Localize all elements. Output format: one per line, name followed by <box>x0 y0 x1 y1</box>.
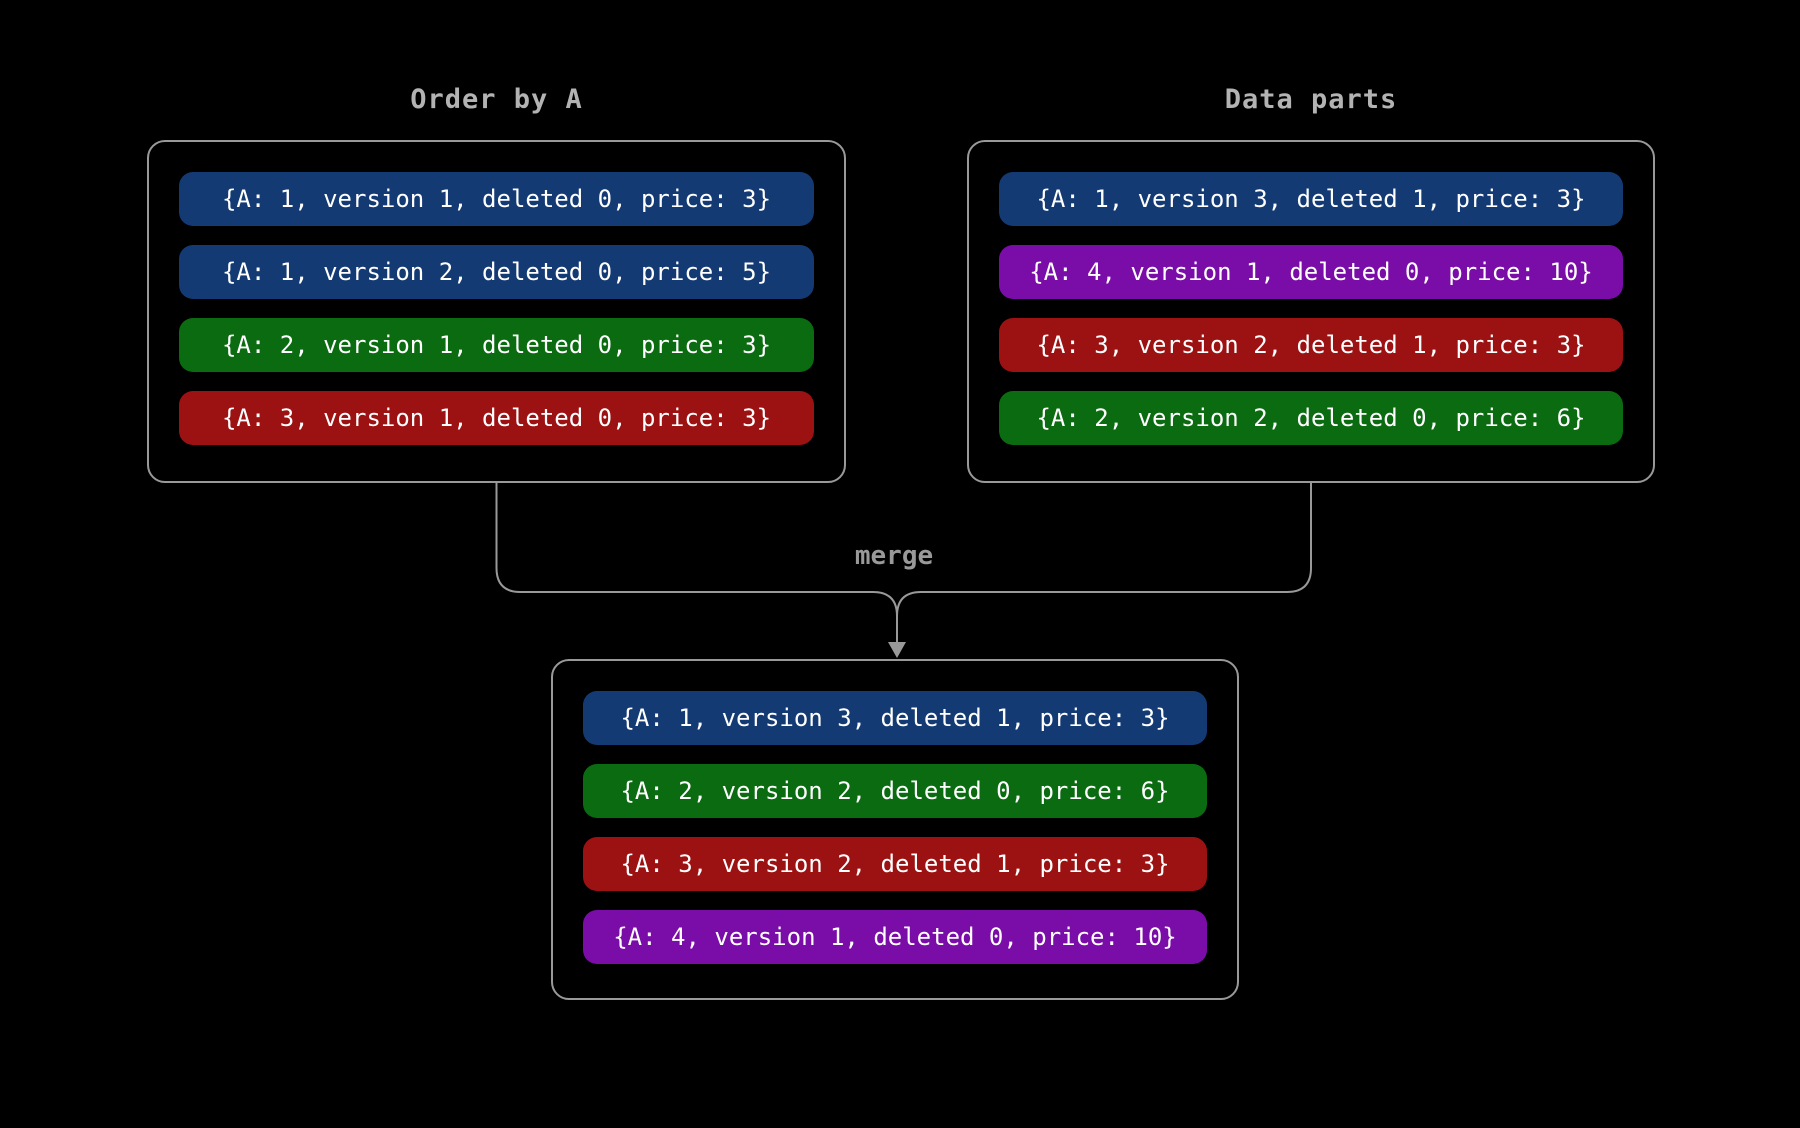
merged-result-box: {A: 1, version 3, deleted 1, price: 3} {A… <box>551 659 1239 1000</box>
arrowhead-icon <box>888 642 906 658</box>
merge-edge-label: merge <box>854 541 934 571</box>
group-title-data-parts: Data parts <box>1224 84 1398 115</box>
connector-left-edge <box>495 483 898 645</box>
data-part-row: {A: 2, version 1, deleted 0, price: 3} <box>179 318 814 372</box>
data-part-row: {A: 3, version 2, deleted 1, price: 3} <box>583 837 1207 891</box>
group-title-order-by-a: Order by A <box>410 84 583 115</box>
order-by-a-box: {A: 1, version 1, deleted 0, price: 3} {A… <box>147 140 846 483</box>
data-part-row: {A: 4, version 1, deleted 0, price: 10} <box>583 910 1207 964</box>
data-part-row: {A: 3, version 2, deleted 1, price: 3} <box>999 318 1623 372</box>
connector-right-edge <box>896 483 1312 645</box>
data-part-row: {A: 4, version 1, deleted 0, price: 10} <box>999 245 1623 299</box>
data-part-row: {A: 2, version 2, deleted 0, price: 6} <box>999 391 1623 445</box>
data-part-row: {A: 1, version 3, deleted 1, price: 3} <box>999 172 1623 226</box>
data-part-row: {A: 1, version 1, deleted 0, price: 3} <box>179 172 814 226</box>
data-part-row: {A: 1, version 2, deleted 0, price: 5} <box>179 245 814 299</box>
data-parts-box: {A: 1, version 3, deleted 1, price: 3} {A… <box>967 140 1655 483</box>
data-part-row: {A: 3, version 1, deleted 0, price: 3} <box>179 391 814 445</box>
data-part-row: {A: 2, version 2, deleted 0, price: 6} <box>583 764 1207 818</box>
data-part-row: {A: 1, version 3, deleted 1, price: 3} <box>583 691 1207 745</box>
